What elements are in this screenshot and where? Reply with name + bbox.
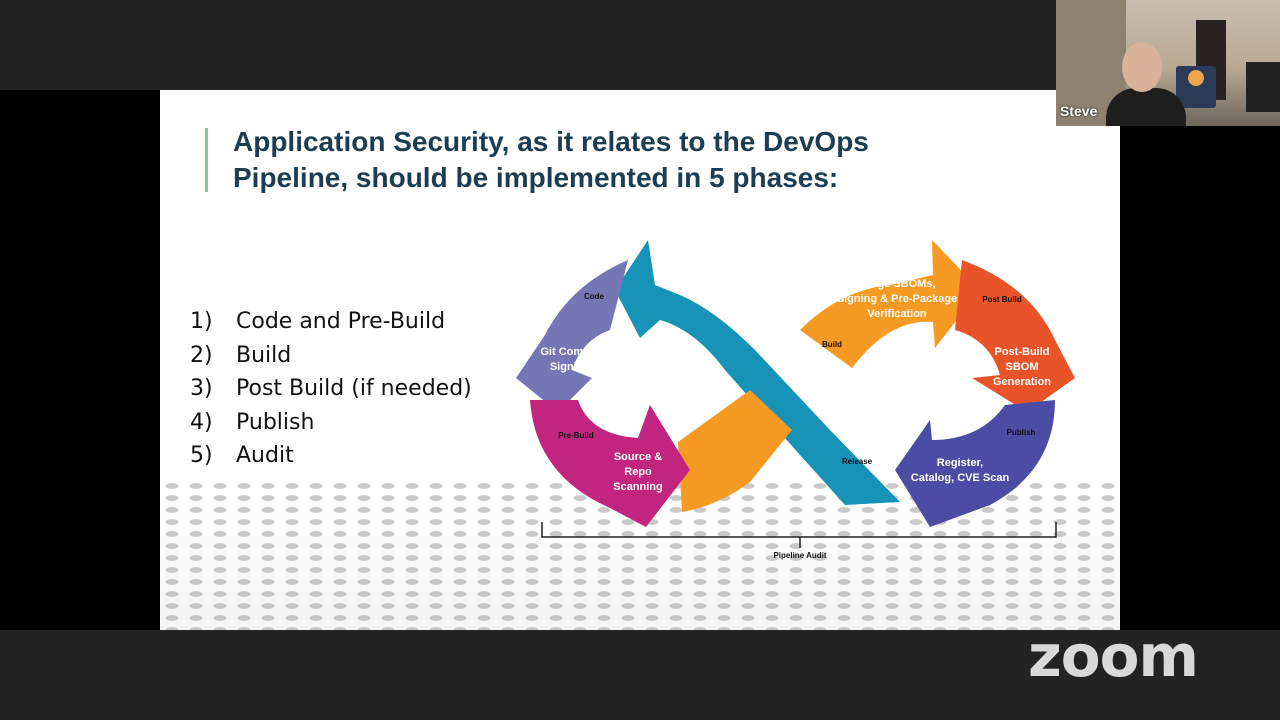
post-build-sbom-line-1: Post-Build <box>995 346 1050 358</box>
pipeline-audit-label: Pipeline Audit <box>773 551 826 560</box>
phase-label: Audit <box>236 443 294 468</box>
phase-label: Publish <box>236 409 315 435</box>
image-sboms-line-1: Image SBOMs, <box>858 278 935 290</box>
stage-build-label: Build <box>822 340 842 349</box>
phase-item: 3) Post Build (if needed) <box>190 372 472 406</box>
participant-video-tile[interactable]: Steve <box>1056 0 1280 126</box>
register-line-1: Register, <box>937 457 983 469</box>
image-sboms-line-2: Signing & Pre-Package <box>837 293 957 305</box>
stage-release-label: Release <box>842 457 873 466</box>
phase-number: 1) <box>190 309 213 334</box>
phase-number: 4) <box>190 409 213 435</box>
pipeline-audit-bracket <box>541 522 1057 548</box>
stage-pre-build-label: Pre-Build <box>558 431 594 440</box>
red-orange-postbuild-arrow <box>955 260 1075 412</box>
lavender-code-arrow <box>516 260 628 412</box>
stage-publish-label: Publish <box>1007 428 1036 437</box>
phase-number: 5) <box>190 443 213 468</box>
video-background-sign-logo <box>1188 70 1204 86</box>
phase-number: 2) <box>190 342 213 368</box>
devops-infinity-diagram: Git Commit Signing Source & Repo Scannin… <box>516 240 1075 560</box>
phase-label: Build <box>236 342 292 368</box>
phase-list: 1) Code and Pre-Build 2) Build 3) Post Buil… <box>190 305 472 473</box>
slide-title-line-1: Application Security, as it relates to t… <box>233 126 869 157</box>
slide-title-line-2: Pipeline, should be implemented in 5 pha… <box>233 162 839 193</box>
orange-build-arrow <box>800 240 980 368</box>
source-repo-line-3: Scanning <box>613 481 663 493</box>
register-line-2: Catalog, CVE Scan <box>911 472 1010 484</box>
participant-name: Steve <box>1060 103 1098 119</box>
phase-item: 4) Publish <box>190 406 472 440</box>
post-build-sbom-line-2: SBOM <box>1006 361 1039 373</box>
magenta-prebuild-arrow <box>530 400 690 527</box>
source-repo-line-2: Repo <box>624 466 652 478</box>
phase-label: Post Build (if needed) <box>236 376 472 401</box>
stage-code-label: Code <box>584 292 605 301</box>
indigo-publish-arrow <box>895 400 1055 527</box>
phase-number: 3) <box>190 376 213 401</box>
title-accent-bar <box>205 128 208 192</box>
phase-item: 5) Audit <box>190 439 472 473</box>
stage-post-build-label: Post Build <box>982 295 1022 304</box>
phase-item: 2) Build <box>190 339 472 373</box>
bottom-letterbox <box>0 630 1280 720</box>
slide-title: Application Security, as it relates to t… <box>233 124 993 196</box>
phase-item: 1) Code and Pre-Build <box>190 305 472 339</box>
source-repo-line-1: Source & <box>614 451 662 463</box>
teal-release-arrow <box>615 240 900 505</box>
presentation-slide: Application Security, as it relates to t… <box>160 90 1120 630</box>
video-background-monitor <box>1246 62 1280 112</box>
image-sboms-line-3: Verification <box>867 308 927 320</box>
post-build-sbom-line-3: Generation <box>993 376 1051 388</box>
orange-connector <box>678 390 792 512</box>
participant-body <box>1106 88 1186 126</box>
participant-head <box>1122 42 1162 92</box>
zoom-logo: zoom <box>1028 622 1199 690</box>
git-commit-line-1: Git Commit <box>540 346 600 358</box>
phase-label: Code and Pre-Build <box>236 309 446 334</box>
git-commit-line-2: Signing <box>550 361 590 373</box>
